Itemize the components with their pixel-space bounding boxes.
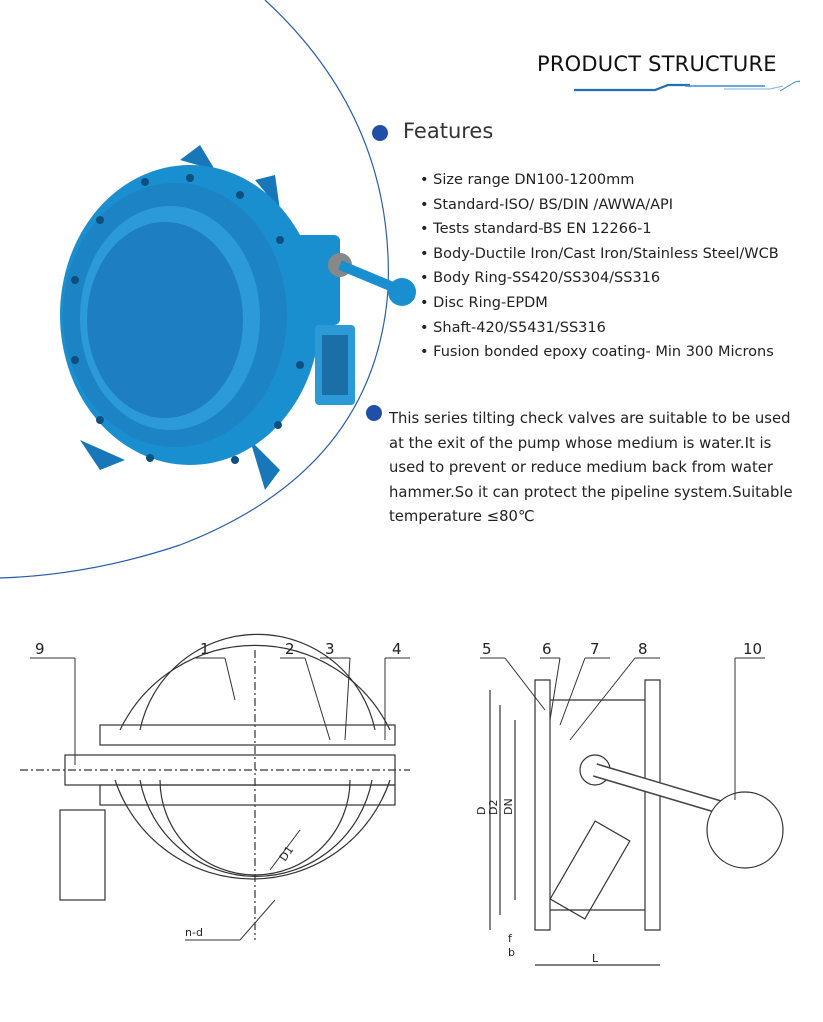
- callout-5: 5: [482, 640, 492, 658]
- callout-6: 6: [542, 640, 552, 658]
- callout-9: 9: [35, 640, 45, 658]
- feature-item: Body Ring-SS420/SS304/SS316: [420, 266, 779, 291]
- bullet-dot-icon: [372, 125, 388, 141]
- callout-1: 1: [200, 640, 210, 658]
- dim-d2: D2: [487, 800, 500, 815]
- dim-dn: DN: [502, 798, 515, 815]
- features-title: Features: [403, 119, 494, 143]
- callout-3: 3: [325, 640, 335, 658]
- feature-item: Standard-ISO/ BS/DIN /AWWA/API: [420, 193, 779, 218]
- feature-item: Shaft-420/S5431/SS316: [420, 316, 779, 341]
- dim-f: f: [508, 932, 513, 945]
- bullet-dot-icon: [366, 405, 382, 421]
- callout-7: 7: [590, 640, 600, 658]
- page-title: PRODUCT STRUCTURE: [537, 52, 777, 76]
- feature-item: Fusion bonded epoxy coating- Min 300 Mic…: [420, 340, 779, 365]
- dim-b: b: [508, 946, 515, 959]
- dim-l: L: [592, 952, 599, 965]
- description-text: This series tilting check valves are sui…: [389, 410, 793, 525]
- feature-item: Disc Ring-EPDM: [420, 291, 779, 316]
- dim-d1: D1: [277, 844, 297, 864]
- side-section-drawing: 5 6 7 8 10 D D2 DN f b L: [475, 640, 784, 966]
- callout-4: 4: [392, 640, 402, 658]
- features-list: Size range DN100-1200mm Standard-ISO/ BS…: [420, 168, 779, 365]
- title-underline: [574, 80, 801, 92]
- callout-10: 10: [743, 640, 762, 658]
- feature-item: Body-Ductile Iron/Cast Iron/Stainless St…: [420, 242, 779, 267]
- dim-n-d: n-d: [185, 926, 203, 939]
- feature-item: Size range DN100-1200mm: [420, 168, 779, 193]
- dim-d: D: [475, 807, 488, 815]
- callout-2: 2: [285, 640, 295, 658]
- decorative-arc: [0, 0, 801, 579]
- feature-item: Tests standard-BS EN 12266-1: [420, 217, 779, 242]
- front-section-drawing: 9 1 2 3 4 D1 n-d: [20, 633, 410, 941]
- callout-8: 8: [638, 640, 648, 658]
- valve-photo: [60, 145, 416, 490]
